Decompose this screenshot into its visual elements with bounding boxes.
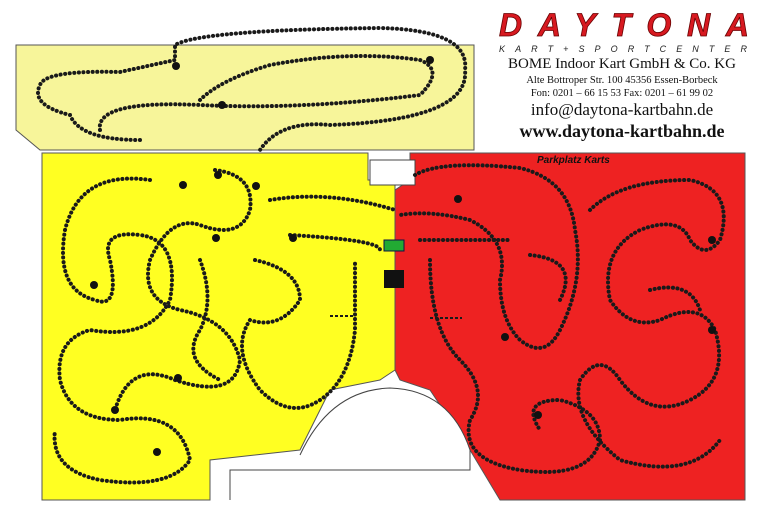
svg-text:DAYTONA: DAYTONA (499, 8, 749, 43)
company-website[interactable]: www.daytona-kartbahn.de (519, 121, 725, 141)
svg-text:KART+SPORTCENTER: KART+SPORTCENTER (499, 44, 749, 54)
track-nodes (90, 56, 716, 456)
company-email[interactable]: info@daytona-kartbahn.de (530, 100, 714, 119)
black-marker (384, 270, 404, 288)
right-track-line (398, 163, 726, 474)
left-track-line (52, 168, 397, 485)
building-outline (229, 159, 471, 500)
company-name: BOME Indoor Kart GmbH & Co. KG (508, 56, 736, 72)
top-track-line (36, 25, 468, 152)
company-phone-fax: Fon: 0201 – 66 15 53 Fax: 0201 – 61 99 0… (530, 88, 714, 99)
green-marker (383, 239, 405, 252)
company-address: Alte Bottroper Str. 100 45356 Essen-Borb… (526, 75, 718, 86)
parking-label: Parkplatz Karts (537, 155, 610, 166)
daytona-logo: DAYTONA KART+SPORTCENTER (499, 8, 750, 54)
